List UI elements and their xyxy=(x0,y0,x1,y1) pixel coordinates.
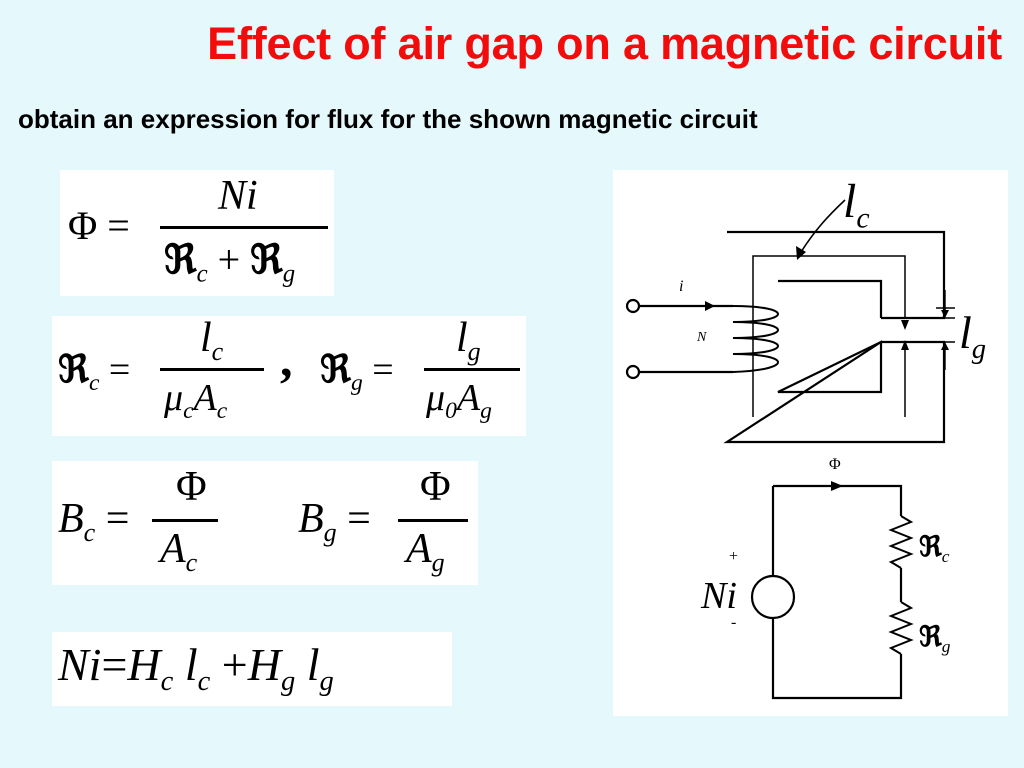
flux-density-core-num: Φ xyxy=(176,464,207,510)
coil xyxy=(732,305,779,373)
flux-density-equation-panel: Bc = Φ Ac Bg = Φ Ag xyxy=(52,461,478,585)
terminal-top xyxy=(625,298,641,314)
core-length-label: lc xyxy=(843,175,870,235)
resistor-gap-label: ℜg xyxy=(919,620,951,657)
flux-density-gap-den: Ag xyxy=(406,526,445,578)
source-label: Ni xyxy=(701,575,737,617)
reluctance-comma: , xyxy=(280,331,293,387)
mmf-equation-panel: Ni=Hc lc +Hg lg xyxy=(52,632,452,706)
core-outer-outline xyxy=(723,230,946,444)
lc-leader-arrow xyxy=(796,246,806,260)
resistor-gap-zigzag xyxy=(888,601,914,655)
flux-density-core-lhs: Bc = xyxy=(58,496,130,548)
source-plus: + xyxy=(729,548,739,565)
turns-label: N xyxy=(697,330,707,345)
lc-leader xyxy=(800,199,846,253)
gap-length-label: lg xyxy=(959,307,987,365)
current-arrow xyxy=(705,301,715,311)
flux-density-gap-bar xyxy=(398,519,468,522)
resistor-core-label: ℜc xyxy=(919,530,950,567)
reluctance-core-lhs: ℜc = xyxy=(58,346,131,397)
mmf-equation: Ni=Hc lc +Hg lg xyxy=(58,639,334,697)
slide-title: Effect of air gap on a magnetic circuit xyxy=(207,18,1002,69)
current-label: i xyxy=(679,278,684,295)
core-inner-outline xyxy=(777,279,883,394)
flux-equation-panel: Φ = Ni ℜc + ℜg xyxy=(60,170,334,296)
mmf-source-circle xyxy=(750,574,796,620)
reluctance-gap-bar xyxy=(424,368,520,371)
flux-density-gap-num: Φ xyxy=(420,464,451,510)
equivalent-circuit-wire xyxy=(771,484,903,700)
reluctance-equation-panel: ℜc = lc μcAc , ℜg = lg μ0Ag xyxy=(52,315,526,436)
flux-density-core-bar xyxy=(152,519,218,522)
terminal-bottom xyxy=(625,364,641,380)
flux-circuit-arrow xyxy=(831,481,843,491)
reluctance-core-den: μcAc xyxy=(164,377,228,425)
flux-numerator: Ni xyxy=(218,173,258,219)
flux-arrow-gap-top xyxy=(901,320,909,330)
flux-lhs: Φ = xyxy=(68,203,130,248)
magnetic-circuit-diagram xyxy=(625,199,955,700)
reluctance-gap-den: μ0Ag xyxy=(426,377,492,425)
flux-denominator: ℜc + ℜg xyxy=(164,236,296,288)
reluctance-core-bar xyxy=(160,368,264,371)
resistor-core-zigzag xyxy=(888,515,914,569)
flux-label: Φ xyxy=(829,456,841,473)
flux-arrow-gap-bottom xyxy=(901,340,909,350)
flux-density-gap-lhs: Bg = xyxy=(298,496,371,548)
gap-dim-arrow-top xyxy=(941,310,949,318)
reluctance-core-num: lc xyxy=(200,315,224,367)
diagram-panel: lc lg i N Φ + Ni - ℜc ℜg xyxy=(613,170,1008,716)
flux-density-core-den: Ac xyxy=(160,526,198,578)
slide-subtitle: obtain an expression for flux for the sh… xyxy=(18,104,758,134)
flux-fraction-bar xyxy=(160,226,328,229)
reluctance-gap-num: lg xyxy=(456,315,481,367)
reluctance-gap-lhs: ℜg = xyxy=(320,346,394,397)
source-minus: - xyxy=(731,614,737,631)
gap-dim-arrow-bottom xyxy=(941,342,949,350)
